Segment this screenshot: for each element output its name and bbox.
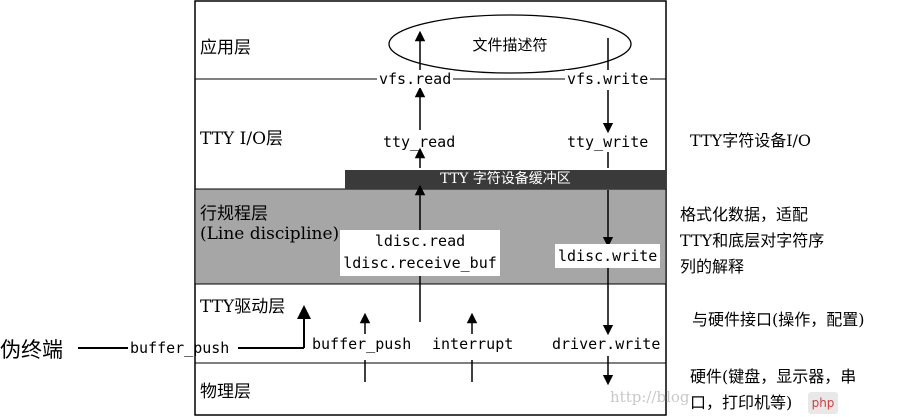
file-descriptor-ellipse: [388, 14, 632, 74]
layer-ldisc-label: 行规程层: [200, 204, 268, 224]
ldisc-write-label: ldisc.write: [555, 244, 661, 268]
side-note-tty-char-device: TTY字符设备I/O: [690, 131, 812, 150]
tty-buffer-label: TTY 字符设备缓冲区: [440, 171, 571, 187]
pseudo-terminal-label: 伪终端: [0, 338, 63, 362]
side-note-driver: 与硬件接口(操作，配置): [692, 310, 865, 329]
tty-buffer-bar: [345, 170, 666, 189]
ldisc-receive-buf-label: ldisc.receive_buf: [343, 254, 497, 272]
ldisc-read-label: ldisc.read: [374, 232, 466, 250]
side-note-hardware: 硬件(键盘，显示器，串 口，打印机等): [690, 364, 856, 416]
vfs-write-label: vfs.write: [565, 70, 651, 88]
side-note-ldisc-line2: TTY和底层对字符序: [680, 231, 825, 250]
layer-driver-label: TTY驱动层: [200, 297, 286, 317]
layer-app-label: 应用层: [200, 38, 251, 58]
side-note-ldisc: 格式化数据，适配 TTY和底层对字符序 列的解释: [680, 202, 824, 280]
tty-read-label: tty_read: [383, 133, 456, 151]
side-note-hardware-line2: 口，打印机等): [690, 393, 793, 412]
side-note-hardware-line1: 硬件(键盘，显示器，串: [690, 367, 857, 386]
side-note-ldisc-line3: 列的解释: [680, 257, 745, 276]
buffer-push-inner-label: buffer_push: [312, 335, 412, 353]
file-descriptor-label: 文件描述符: [472, 36, 548, 54]
watermark-logo-icon: php: [808, 392, 838, 414]
layer-physical-label: 物理层: [200, 382, 251, 402]
interrupt-label: interrupt: [432, 335, 514, 353]
buffer-push-outer-label: buffer_push: [130, 339, 230, 357]
watermark-text: http://blog: [610, 388, 690, 406]
tty-write-label: tty_write: [567, 133, 649, 151]
side-note-ldisc-line1: 格式化数据，适配: [680, 205, 809, 224]
layer-ldisc-sublabel: (Line discipline): [200, 224, 340, 244]
layer-tty-io-label: TTY I/O层: [200, 129, 283, 149]
driver-write-label: driver.write: [552, 335, 661, 353]
vfs-read-label: vfs.read: [377, 70, 454, 88]
ldisc-read-box: ldisc.read ldisc.receive_buf: [340, 230, 500, 276]
